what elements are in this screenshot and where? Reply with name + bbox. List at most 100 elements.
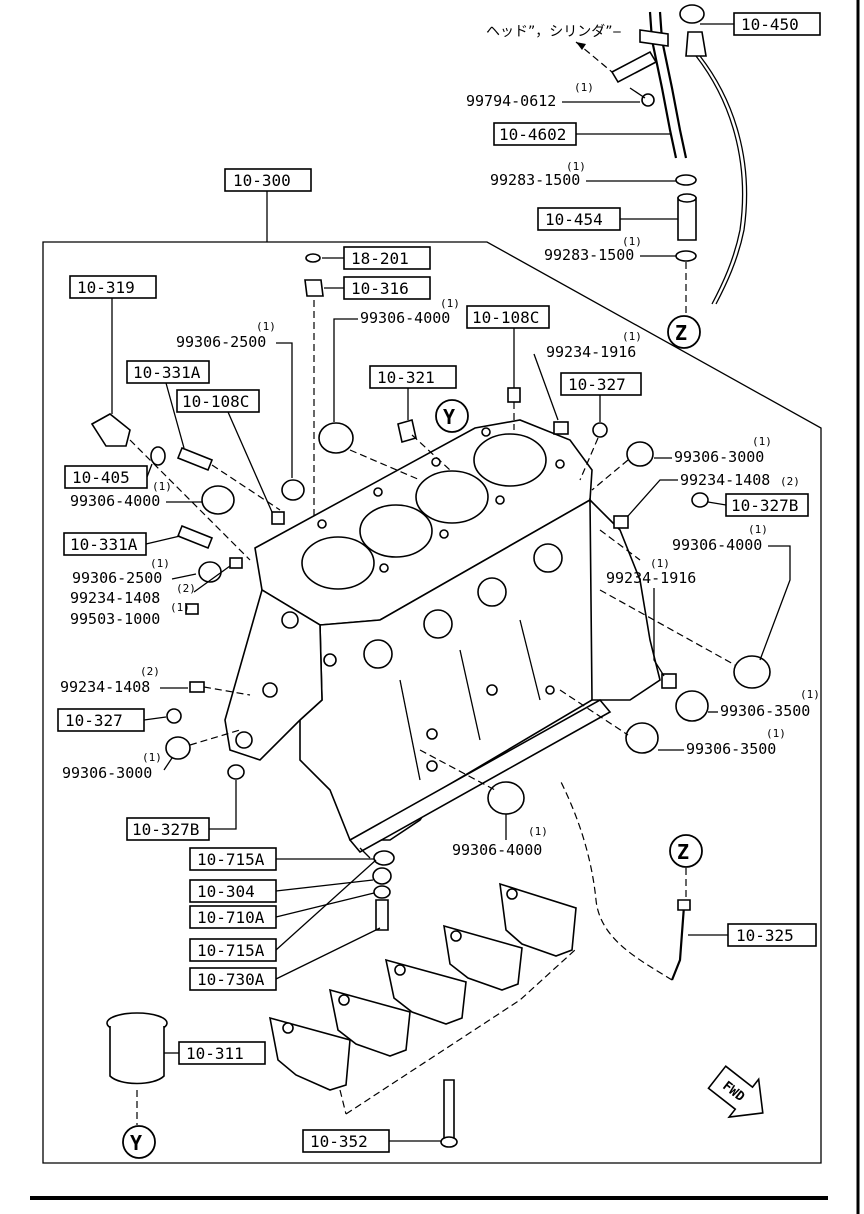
svg-text:10-327: 10-327 bbox=[568, 375, 626, 394]
dash-seal-bottom bbox=[419, 749, 496, 791]
callout-10-311[interactable]: 10-311 bbox=[178, 1041, 266, 1065]
svg-text:(1): (1) bbox=[440, 297, 460, 310]
leader-99234-1916-right bbox=[653, 588, 665, 677]
leader-99306-2500-upper bbox=[276, 342, 293, 478]
head-arrow-line bbox=[575, 41, 613, 73]
connector-z-bottom: Z bbox=[669, 834, 703, 868]
part-99306-3500-upper[interactable]: (1) 99306-3500 bbox=[720, 688, 820, 720]
callout-10-319[interactable]: 10-319 bbox=[69, 275, 157, 299]
plug-99306-4000-left bbox=[201, 485, 235, 515]
svg-text:10-450: 10-450 bbox=[741, 15, 799, 34]
svg-text:(1): (1) bbox=[766, 727, 786, 740]
pin-99234-1408-left bbox=[229, 557, 243, 569]
dipstick-wire-2 bbox=[699, 55, 748, 305]
part-99306-4000-left[interactable]: (1) 99306-4000 bbox=[70, 480, 172, 510]
dash-10-319 bbox=[129, 439, 251, 561]
svg-text:99794-0612: 99794-0612 bbox=[466, 92, 556, 110]
callout-10-352[interactable]: 10-352 bbox=[302, 1129, 390, 1153]
part-99306-4000-top[interactable]: (1) 99306-4000 bbox=[360, 297, 460, 327]
callout-18-201[interactable]: 18-201 bbox=[343, 246, 431, 270]
part-99306-3000-left[interactable]: (1) 99306-3000 bbox=[62, 751, 162, 782]
callout-10-327b-right[interactable]: 10-327B bbox=[725, 493, 809, 517]
part-99283-1500-upper[interactable]: (1) 99283-1500 bbox=[490, 160, 586, 189]
svg-text:10-454: 10-454 bbox=[545, 210, 603, 229]
callout-10-710a[interactable]: 10-710A bbox=[189, 905, 277, 929]
pin-10-108c-left bbox=[271, 511, 285, 525]
washer-10-710a bbox=[373, 885, 391, 899]
callout-10-331a-top[interactable]: 10-331A bbox=[126, 360, 210, 384]
callout-10-321[interactable]: 10-321 bbox=[369, 365, 457, 389]
svg-text:10-311: 10-311 bbox=[186, 1044, 244, 1063]
svg-text:10-108C: 10-108C bbox=[472, 308, 539, 327]
part-99306-3500-lower[interactable]: (1) 99306-3500 bbox=[686, 727, 786, 758]
svg-text:99306-4000: 99306-4000 bbox=[70, 492, 160, 510]
part-99306-2500-upper[interactable]: (1) 99306-2500 bbox=[176, 320, 276, 351]
dash-plug-top bbox=[349, 449, 421, 481]
dash-stud-upper bbox=[211, 464, 281, 511]
svg-text:Z: Z bbox=[677, 840, 689, 864]
svg-text:(1): (1) bbox=[256, 320, 276, 333]
callout-10-327-left[interactable]: 10-327 bbox=[57, 708, 145, 732]
pin-10-108c-top bbox=[507, 387, 521, 403]
seal-99306-4000-bottom bbox=[487, 781, 525, 815]
part-99234-1408-left[interactable]: (2) 99234-1408 bbox=[70, 582, 196, 607]
callout-10-454[interactable]: 10-454 bbox=[537, 207, 621, 231]
callout-10-316[interactable]: 10-316 bbox=[343, 276, 431, 300]
stud-10-331a-lower bbox=[176, 524, 214, 550]
washer-10-405 bbox=[150, 446, 166, 466]
part-99234-1916-top[interactable]: (1) 99234-1916 bbox=[546, 330, 642, 361]
svg-text:10-319: 10-319 bbox=[77, 278, 135, 297]
leader-10-405 bbox=[146, 463, 153, 478]
svg-text:10-327B: 10-327B bbox=[731, 496, 798, 515]
callout-10-331a-left[interactable]: 10-331A bbox=[63, 532, 147, 556]
svg-text:99234-1408: 99234-1408 bbox=[70, 589, 160, 607]
callout-10-715a-bottom[interactable]: 10-715A bbox=[189, 938, 277, 962]
callout-10-300[interactable]: 10-300 bbox=[224, 168, 312, 192]
part-99234-1408-lower[interactable]: (2) 99234-1408 bbox=[60, 665, 160, 696]
part-99234-1408-right[interactable]: 99234-1408 (2) bbox=[680, 471, 800, 489]
svg-text:99306-4000: 99306-4000 bbox=[360, 309, 450, 327]
callout-10-108c-left[interactable]: 10-108C bbox=[176, 389, 260, 413]
svg-text:99306-3500: 99306-3500 bbox=[686, 740, 776, 758]
callout-10-304[interactable]: 10-304 bbox=[189, 879, 277, 903]
dipstick-ring bbox=[679, 4, 705, 24]
callout-10-325[interactable]: 10-325 bbox=[727, 923, 817, 947]
leader-99306-4000-right bbox=[759, 545, 791, 661]
part-99283-1500-lower[interactable]: (1) 99283-1500 bbox=[544, 235, 642, 264]
part-99306-3000-right[interactable]: (1) 99306-3000 bbox=[674, 435, 772, 466]
svg-text:(2): (2) bbox=[140, 665, 160, 678]
part-99306-4000-right[interactable]: (1) 99306-4000 bbox=[672, 523, 768, 554]
callout-10-108c-top[interactable]: 10-108C bbox=[466, 305, 550, 329]
part-99306-2500-lower[interactable]: (1) 99306-2500 bbox=[72, 557, 170, 587]
sensor-10-319 bbox=[90, 413, 131, 447]
leader-10-331a-left bbox=[145, 535, 181, 545]
part-99503-1000[interactable]: 99503-1000 (1) bbox=[70, 601, 190, 628]
callout-10-327b-left[interactable]: 10-327B bbox=[126, 817, 210, 841]
part-99234-1916-right[interactable]: (1) 99234-1916 bbox=[606, 557, 696, 587]
clamp-upper bbox=[675, 174, 697, 186]
connector-y-top: Y bbox=[435, 399, 469, 433]
svg-text:99306-2500: 99306-2500 bbox=[72, 569, 162, 587]
callout-10-4602[interactable]: 10-4602 bbox=[493, 122, 577, 146]
part-99794-0612[interactable]: (1) 99794-0612 bbox=[466, 81, 594, 110]
callout-10-327-top[interactable]: 10-327 bbox=[560, 372, 642, 396]
callout-10-450[interactable]: 10-450 bbox=[733, 12, 821, 36]
cylinder-block bbox=[224, 419, 661, 854]
dash-pin-lower bbox=[203, 686, 251, 696]
callout-10-730a[interactable]: 10-730A bbox=[189, 967, 277, 991]
part-99306-4000-bottom[interactable]: (1) 99306-4000 bbox=[452, 825, 548, 859]
svg-text:Z: Z bbox=[675, 321, 687, 345]
leader-10-710a bbox=[275, 892, 375, 918]
svg-text:99234-1916: 99234-1916 bbox=[606, 569, 696, 587]
leader-10-331a-top bbox=[165, 382, 185, 449]
svg-text:(1): (1) bbox=[142, 751, 162, 764]
svg-text:(1): (1) bbox=[170, 601, 190, 614]
header-text: ヘッド”，シリンダ”‒ bbox=[486, 24, 622, 40]
seal-99306-3500-upper bbox=[675, 690, 709, 722]
callout-10-715a-top[interactable]: 10-715A bbox=[189, 847, 277, 871]
dash-caps bbox=[339, 1089, 347, 1115]
dash-3000-right bbox=[591, 459, 629, 491]
svg-text:(1): (1) bbox=[622, 330, 642, 343]
dipstick-wire bbox=[695, 55, 744, 305]
callout-10-405[interactable]: 10-405 bbox=[64, 465, 148, 489]
